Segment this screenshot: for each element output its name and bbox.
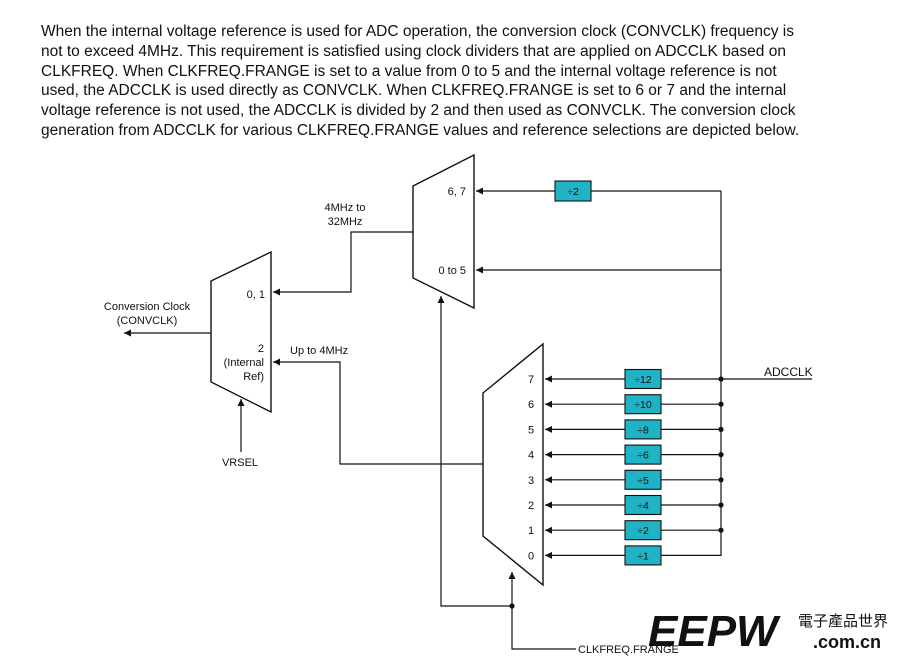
divider-label-4: ÷6 — [637, 450, 649, 462]
wire-bottom-mux-out — [273, 358, 483, 465]
left-mux-input-01: 0, 1 — [247, 289, 265, 301]
convclk-label-line2: (CONVCLK) — [117, 315, 178, 327]
divider-label-2: ÷4 — [637, 500, 649, 512]
divider-label-1: ÷2 — [637, 525, 649, 537]
wire-frange-in — [511, 606, 576, 650]
freq-label-line1: 4MHz to — [325, 202, 366, 214]
eepw-watermark: EEPW 電子產品世界 .com.cn — [648, 607, 888, 652]
up-to-4mhz-label: Up to 4MHz — [290, 345, 348, 357]
divider-label-6: ÷10 — [634, 399, 652, 411]
divider-box-7 — [624, 368, 662, 390]
paragraph-line: used, the ADCCLK is used directly as CON… — [41, 82, 787, 100]
divider-label-7: ÷12 — [634, 374, 652, 386]
paragraph-line: voltage reference is not used, the ADCCL… — [41, 102, 796, 120]
bus-junction-dot — [718, 527, 724, 533]
junction-dot — [509, 603, 515, 609]
bus-junction-dot — [718, 452, 724, 458]
divider-box-5 — [624, 419, 662, 440]
divider-label-0: ÷1 — [637, 550, 649, 562]
bus-junction-dot — [718, 376, 724, 382]
divider-box-3 — [624, 469, 662, 490]
watermark-cn: 電子產品世界 — [798, 612, 888, 630]
divider-box-2 — [624, 494, 662, 516]
paragraph-line: When the internal voltage reference is u… — [41, 23, 794, 40]
left-mux-input-2-sub2: Ref) — [243, 371, 264, 383]
left-mux — [210, 250, 272, 414]
bottom-mux-input-7: 7 — [528, 374, 534, 386]
bottom-mux-input-1: 1 — [528, 525, 534, 537]
description-paragraph: When the internal voltage reference is u… — [41, 22, 891, 141]
divider-box-6 — [624, 394, 662, 415]
bus-junction-dot — [718, 426, 724, 432]
top-mux-input-0to5: 0 to 5 — [438, 265, 466, 277]
divider-box-top — [554, 180, 592, 202]
left-mux-input-2-sub1: (Internal — [224, 357, 264, 369]
paragraph-line: generation from ADCCLK for various CLKFR… — [41, 121, 800, 139]
top-mux — [412, 153, 475, 310]
watermark-site: .com.cn — [813, 632, 881, 652]
bottom-mux-input-3: 3 — [528, 475, 534, 487]
wire-frange-top — [437, 296, 512, 607]
left-mux-input-2: 2 — [258, 343, 264, 355]
bottom-mux-input-2: 2 — [528, 500, 534, 512]
adcclk-label: ADCCLK — [764, 365, 813, 379]
divider-top-label: ÷2 — [567, 186, 579, 198]
top-mux-input-67: 6, 7 — [448, 186, 466, 198]
bus-junction-dot — [718, 477, 724, 483]
divider-label-3: ÷5 — [637, 475, 649, 487]
frange-label: CLKFREQ.FRANGE — [578, 644, 679, 656]
bus-junction-dot — [718, 401, 724, 407]
paragraph-line: not to exceed 4MHz. This requirement is … — [41, 42, 786, 60]
divider-box-4 — [624, 444, 662, 465]
vrsel-label: VRSEL — [222, 457, 258, 469]
freq-label-line2: 32MHz — [328, 216, 363, 228]
bottom-mux-input-6: 6 — [528, 399, 534, 411]
bottom-mux-input-4: 4 — [528, 450, 534, 462]
watermark-logo: EEPW — [648, 607, 781, 652]
paragraph-line: CLKFREQ. When CLKFREQ.FRANGE is set to a… — [41, 62, 777, 80]
wire-top-mux-out — [273, 231, 413, 296]
divider-box-0 — [624, 545, 662, 566]
bottom-mux-input-0: 0 — [528, 550, 534, 562]
divider-box-1 — [624, 520, 662, 541]
bottom-mux — [482, 342, 544, 587]
divider-label-5: ÷8 — [637, 424, 649, 436]
bus-junction-dot — [718, 502, 724, 508]
bottom-mux-input-5: 5 — [528, 424, 534, 436]
convclk-label-line1: Conversion Clock — [104, 301, 191, 313]
